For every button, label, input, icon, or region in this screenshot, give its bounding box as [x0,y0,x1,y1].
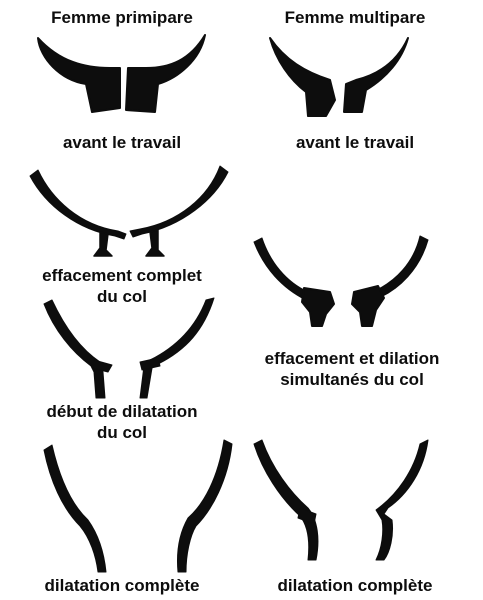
primipare-start-dilatation-caption-line2: du col [96,423,148,442]
multipare-effacement-dilation-shape [253,235,429,327]
primipare-start-dilatation-caption-line1: début de dilatation [46,402,198,421]
multipare-before-labor-shape [269,37,409,117]
primipare-effacement-caption-line2: du col [96,287,148,306]
primipare-effacement-shape [29,165,229,257]
multipare-effacement-dilation-caption-line1: effacement et dilation [264,349,440,368]
multipare-before-labor-caption: avant le travail [295,133,415,152]
primipare-title: Femme primipare [51,8,193,27]
primipare-complete-dilatation-shape [43,439,233,573]
primipare-start-dilatation-shape [43,297,215,399]
primipare-complete-dilatation-caption: dilatation complète [44,576,200,595]
multipare-complete-dilatation-shape [253,439,429,561]
primipare-before-labor-shape [37,34,206,113]
multipare-title: Femme multipare [284,8,426,27]
primipare-effacement-caption-line1: effacement complet [42,266,202,285]
multipare-complete-dilatation-caption: dilatation complète [277,576,433,595]
primipare-before-labor-caption: avant le travail [62,133,182,152]
multipare-effacement-dilation-caption-line2: simultanés du col [280,370,424,389]
